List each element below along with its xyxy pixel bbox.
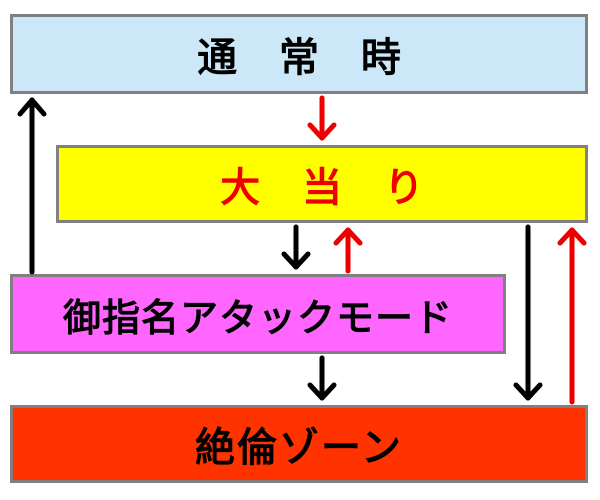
arrow-normal-to-jackpot: [307, 95, 337, 141]
arrow-zone-to-jackpot: [557, 227, 587, 405]
state-attack-mode: 御指名アタックモード: [10, 274, 506, 354]
state-zone-label: 絶倫ゾーン: [195, 425, 403, 471]
state-normal-label: 通 常 時: [197, 35, 415, 81]
arrow-attack-to-normal: [17, 97, 47, 275]
arrow-attack-to-jackpot: [333, 227, 363, 274]
arrow-jackpot-to-zone: [513, 224, 543, 401]
state-zone: 絶倫ゾーン: [10, 405, 588, 483]
arrow-jackpot-to-attack: [281, 224, 311, 270]
state-jackpot: 大 当 り: [56, 145, 588, 223]
state-normal: 通 常 時: [10, 14, 588, 94]
state-attack-mode-label: 御指名アタックモード: [62, 295, 453, 340]
arrow-attack-to-zone: [307, 355, 337, 401]
state-jackpot-label: 大 当 り: [220, 165, 438, 211]
